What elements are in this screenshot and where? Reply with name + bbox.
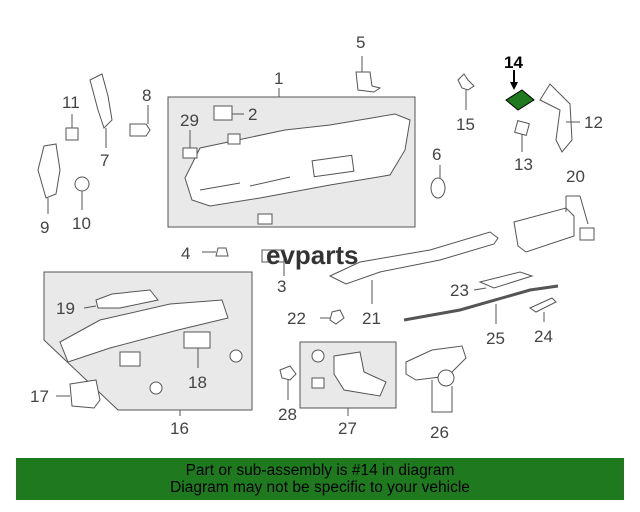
part-label-16: 16 — [170, 419, 189, 438]
part-18-shape — [183, 331, 211, 349]
part-label-24: 24 — [534, 327, 553, 346]
part-26-shape — [405, 345, 467, 381]
panel-clip-b — [257, 213, 273, 225]
part-12-shape — [539, 83, 573, 153]
part-label-15: 15 — [456, 115, 475, 134]
clip-2-shape — [213, 105, 233, 121]
part-label-19: 19 — [56, 299, 75, 318]
part-13-shape — [514, 120, 530, 136]
part-label-6: 6 — [432, 145, 441, 164]
part-15-shape — [457, 73, 475, 91]
part-label-8: 8 — [142, 86, 151, 105]
part-label-10: 10 — [72, 214, 91, 233]
part-label-25: 25 — [486, 329, 505, 348]
part-label-20: 20 — [566, 167, 585, 186]
part-10-shape — [74, 176, 90, 192]
leader-line-20 — [565, 195, 589, 225]
part-9-shape — [37, 143, 61, 199]
leader-line-19 — [83, 305, 97, 309]
part-4-shape — [215, 247, 229, 257]
part-11-shape — [65, 127, 79, 141]
trim-panel-ribs — [199, 176, 291, 191]
part-label-9: 9 — [40, 218, 49, 237]
part-17-shape — [69, 379, 101, 409]
part-label-26: 26 — [430, 423, 449, 442]
part-26-grommet — [437, 369, 455, 387]
part-label-5: 5 — [356, 33, 365, 52]
part-label-12: 12 — [584, 113, 603, 132]
exploded-parts-diagram: evparts 1 2 3 4 5 6 7 8 9 10 11 12 — [30, 33, 603, 442]
part-label-18: 18 — [188, 373, 207, 392]
panel-clip-a — [227, 133, 241, 145]
part-22-shape — [329, 309, 345, 325]
leader-line-26 — [431, 380, 453, 413]
part-label-21: 21 — [362, 309, 381, 328]
part-20-shape — [513, 207, 575, 253]
part-label-29: 29 — [180, 111, 199, 130]
part-6-shape — [430, 177, 446, 199]
part-16-bolt-b — [229, 349, 243, 363]
part-label-13: 13 — [514, 155, 533, 174]
part-20-clip — [579, 227, 595, 241]
part-16-bracket — [119, 351, 141, 367]
arrow-14 — [510, 82, 518, 90]
part-27-clip-a — [311, 349, 325, 363]
part-info-line-2: Diagram may not be specific to your vehi… — [170, 479, 470, 496]
part-label-23: 23 — [450, 281, 469, 300]
part-label-27: 27 — [338, 419, 357, 438]
part-label-1: 1 — [274, 69, 283, 88]
part-28-shape — [279, 365, 297, 381]
part-label-4: 4 — [181, 244, 190, 263]
leader-line-23 — [473, 287, 487, 291]
part-5-shape — [355, 71, 382, 93]
part-label-2: 2 — [248, 105, 257, 124]
part-27-clip-b — [311, 377, 325, 389]
part-3-shape — [261, 249, 285, 263]
evparts-logo: evparts — [266, 240, 359, 270]
part-7-shape — [89, 73, 113, 129]
part-8-shape — [129, 123, 151, 137]
part-label-17: 17 — [30, 387, 49, 406]
part-label-11: 11 — [62, 93, 80, 112]
part-21-sill-plate — [328, 231, 499, 285]
clip-29-shape — [182, 147, 198, 159]
part-label-3: 3 — [277, 277, 286, 296]
part-27-pad — [333, 351, 387, 397]
part-label-7: 7 — [100, 151, 109, 170]
part-label-14-highlighted: 14 — [504, 53, 523, 72]
part-label-28: 28 — [278, 405, 297, 424]
part-info-banner: Part or sub-assembly is #14 in diagram D… — [16, 458, 624, 500]
part-label-22: 22 — [287, 309, 306, 328]
part-23-shape — [478, 271, 534, 289]
part-14-highlighted-shape — [505, 89, 535, 111]
part-24-shape — [528, 297, 557, 313]
part-info-line-1: Part or sub-assembly is #14 in diagram — [185, 462, 455, 479]
part-19-shape — [95, 289, 159, 309]
trim-panel-slot — [311, 154, 355, 178]
part-16-beam — [59, 299, 229, 363]
part-25-strip — [403, 284, 559, 322]
part-16-bolt-a — [149, 381, 163, 395]
rear-trim-panel-shape — [184, 113, 411, 207]
